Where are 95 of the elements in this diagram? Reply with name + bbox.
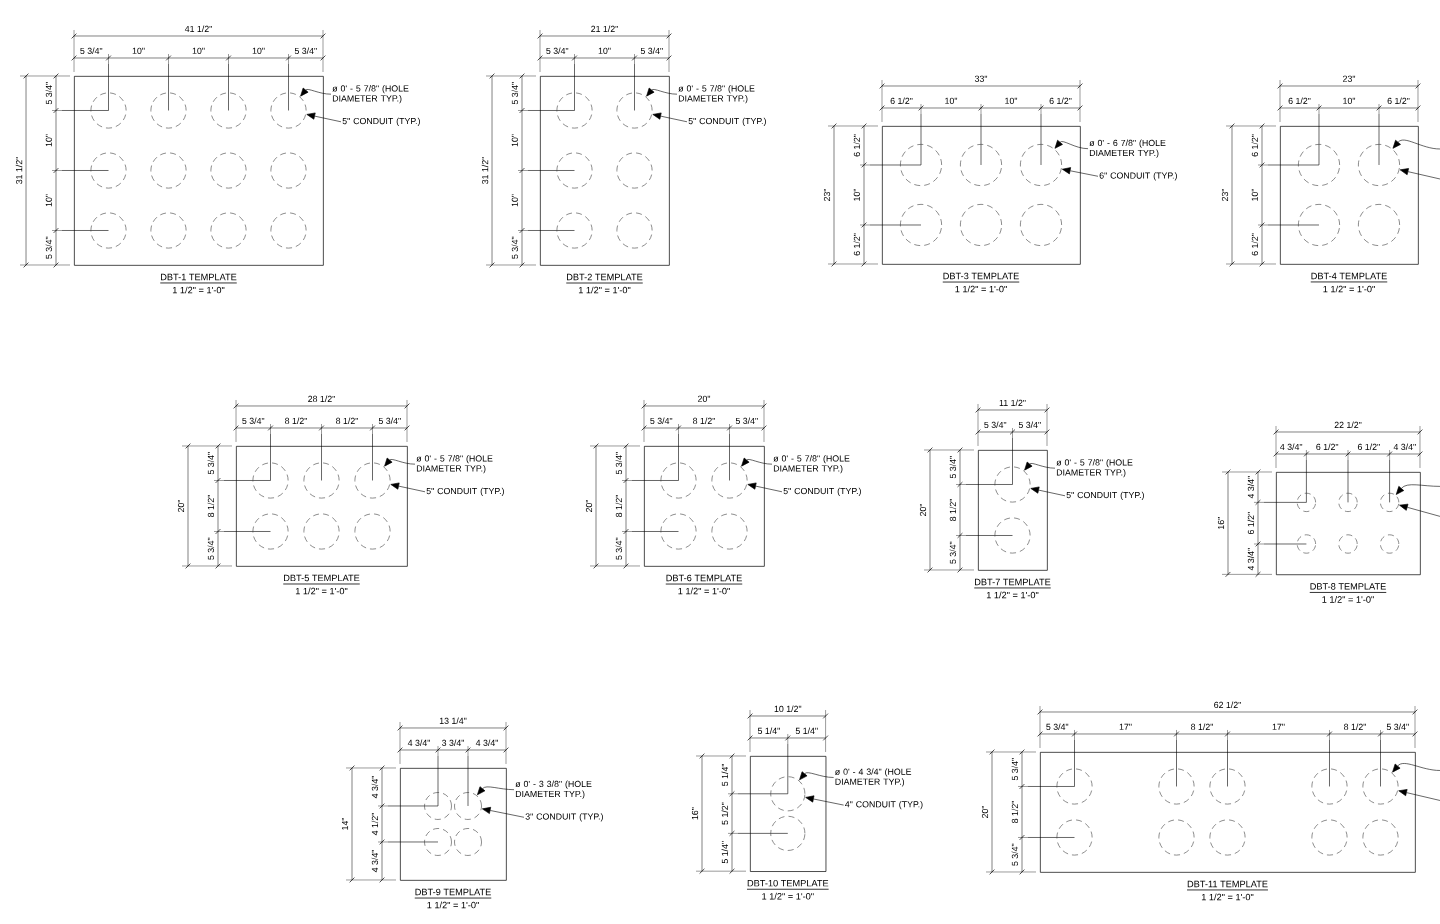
hole-circle	[711, 513, 748, 550]
template-plate	[1280, 126, 1419, 265]
leader-line	[1054, 139, 1089, 149]
leader-line	[1392, 763, 1440, 773]
hole-circle	[1380, 492, 1400, 512]
hole-circle	[1362, 819, 1399, 856]
hole-circle	[1158, 819, 1195, 856]
leader-line	[384, 457, 416, 467]
leader-line	[1030, 486, 1066, 497]
leader-line	[1024, 461, 1056, 471]
leader-line	[652, 112, 688, 123]
hole-circle	[994, 517, 1031, 554]
hole-circle	[1311, 768, 1348, 805]
hole-circle	[270, 212, 307, 249]
hole-circle	[1311, 819, 1348, 856]
hole-circle	[270, 92, 307, 129]
hole-circle	[770, 776, 806, 812]
hole-circle	[252, 462, 289, 499]
hole-circle	[1380, 534, 1400, 554]
template-plate	[1040, 752, 1416, 873]
hole-circle	[454, 792, 482, 820]
hole-circle	[1296, 534, 1316, 554]
hole-circle	[1296, 492, 1316, 512]
template-plate	[644, 446, 765, 567]
leader-line	[747, 482, 783, 493]
leader-line	[390, 482, 426, 493]
leader-line	[741, 457, 773, 467]
hole-circle	[90, 212, 127, 249]
hole-circle	[1056, 768, 1093, 805]
hole-circle	[354, 462, 391, 499]
template-plate	[74, 76, 324, 266]
hole-circle	[424, 792, 452, 820]
leader-line	[300, 87, 332, 97]
hole-circle	[454, 828, 482, 856]
hole-circle	[1338, 492, 1358, 512]
hole-circle	[210, 152, 247, 189]
hole-circle	[150, 92, 187, 129]
hole-circle	[556, 92, 593, 129]
leader-line	[1399, 168, 1440, 180]
hole-circle	[354, 513, 391, 550]
hole-circle	[1338, 534, 1358, 554]
hole-circle	[960, 204, 1002, 246]
template-plate	[882, 126, 1081, 265]
template-plate	[400, 768, 507, 881]
leader-line	[482, 806, 525, 818]
hole-circle	[210, 212, 247, 249]
leader-line	[805, 795, 844, 806]
leader-line	[799, 771, 834, 781]
hole-circle	[556, 152, 593, 189]
hole-circle	[1362, 768, 1399, 805]
hole-circle	[1298, 144, 1340, 186]
hole-circle	[1209, 768, 1246, 805]
hole-circle	[1158, 768, 1195, 805]
template-plate	[978, 450, 1048, 571]
leader-line	[477, 786, 515, 796]
leader-line	[646, 87, 678, 97]
hole-circle	[660, 513, 697, 550]
leader-line	[1392, 139, 1440, 150]
hole-circle	[1209, 819, 1246, 856]
hole-circle	[556, 212, 593, 249]
hole-circle	[424, 828, 452, 856]
hole-circle	[303, 513, 340, 550]
hole-circle	[616, 92, 653, 129]
leader-line	[1399, 503, 1440, 517]
hole-circle	[270, 152, 307, 189]
hole-circle	[616, 152, 653, 189]
hole-circle	[660, 462, 697, 499]
template-plate	[750, 756, 827, 872]
template-plate	[540, 76, 670, 266]
hole-circle	[1020, 204, 1062, 246]
template-plate	[1276, 472, 1421, 576]
template-plate	[236, 446, 408, 567]
hole-circle	[994, 466, 1031, 503]
hole-circle	[252, 513, 289, 550]
leader-line	[306, 112, 342, 123]
hole-circle	[1020, 144, 1062, 186]
hole-circle	[210, 92, 247, 129]
hole-circle	[150, 152, 187, 189]
hole-circle	[616, 212, 653, 249]
leader-line	[1395, 484, 1440, 495]
hole-circle	[900, 144, 942, 186]
hole-circle	[1358, 144, 1400, 186]
leader-line	[1398, 789, 1440, 801]
hole-circle	[900, 204, 942, 246]
hole-circle	[150, 212, 187, 249]
hole-circle	[90, 152, 127, 189]
hole-circle	[1056, 819, 1093, 856]
hole-circle	[303, 462, 340, 499]
hole-circle	[1358, 204, 1400, 246]
hole-circle	[711, 462, 748, 499]
hole-circle	[1298, 204, 1340, 246]
hole-circle	[960, 144, 1002, 186]
leader-line	[1062, 167, 1099, 177]
hole-circle	[770, 816, 806, 851]
hole-circle	[90, 92, 127, 129]
